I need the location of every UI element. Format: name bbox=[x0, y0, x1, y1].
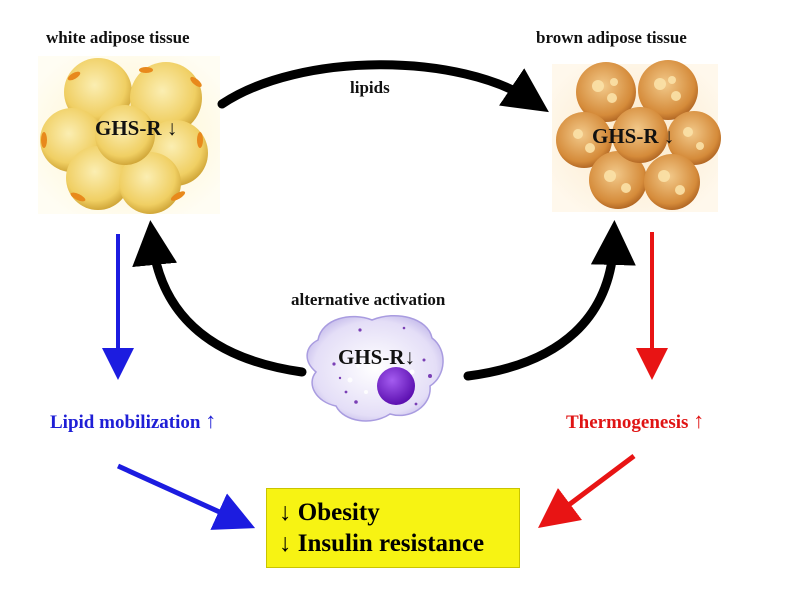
thermogenesis-up-arrow: ↑ bbox=[693, 408, 705, 433]
blue-diagonal-arrow bbox=[116, 463, 256, 530]
red-diagonal-arrow bbox=[538, 454, 636, 528]
thermogenesis-label: Thermogenesis ↑ bbox=[566, 408, 704, 434]
macrophage-nucleus bbox=[377, 367, 415, 405]
macrophage-ghsr-label: GHS-R↓ bbox=[338, 345, 416, 369]
white-adipose-tissue-image bbox=[38, 56, 220, 214]
alternative-activation-label: alternative activation bbox=[291, 290, 446, 309]
outcome-box: ↓ Obesity ↓ Insulin resistance bbox=[266, 488, 520, 568]
lipid-mobilization-up-arrow: ↑ bbox=[205, 408, 217, 433]
wat-ghsr-label: GHS-R ↓ bbox=[95, 116, 178, 140]
lipid-mobilization-label: Lipid mobilization ↑ bbox=[50, 408, 216, 434]
macrophage-to-bat-arrow bbox=[463, 220, 636, 381]
lipids-arrow bbox=[217, 60, 549, 113]
thermogenesis-text: Thermogenesis bbox=[566, 412, 694, 433]
outcome-obesity: ↓ Obesity bbox=[279, 499, 380, 526]
lipid-mobilization-text: Lipid mobilization bbox=[50, 412, 206, 433]
macrophage-to-wat-arrow bbox=[132, 220, 307, 377]
lipids-label: lipids bbox=[350, 78, 390, 97]
brown-adipose-tissue-image bbox=[552, 60, 721, 212]
macrophage-image bbox=[306, 315, 444, 422]
bat-ghsr-label: GHS-R ↓ bbox=[592, 124, 675, 148]
outcome-insulin-resistance: ↓ Insulin resistance bbox=[279, 530, 485, 557]
brown-adipose-tissue-label: brown adipose tissue bbox=[536, 28, 687, 47]
white-adipose-tissue-label: white adipose tissue bbox=[46, 28, 190, 47]
